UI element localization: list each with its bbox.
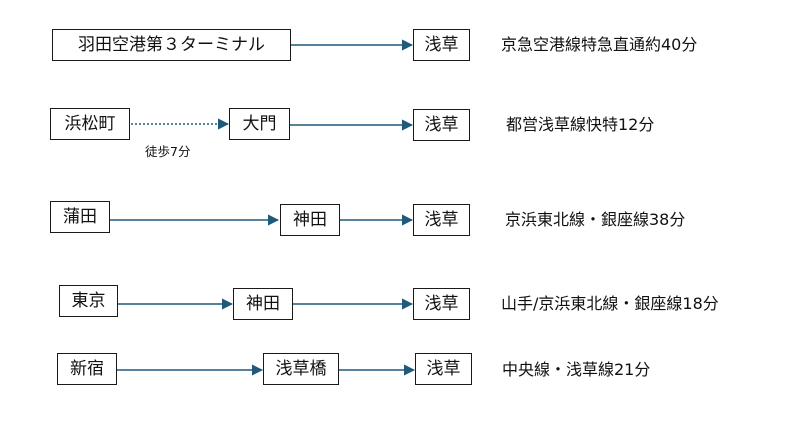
station-asakusa: 浅草 <box>413 204 470 236</box>
route-description: 都営浅草線快特12分 <box>506 115 655 134</box>
station-kanda: 神田 <box>233 288 293 320</box>
route-description: 山手/京浜東北線・銀座線18分 <box>501 294 719 313</box>
route-description: 中央線・浅草線21分 <box>502 360 651 379</box>
station-hamamatsucho: 浜松町 <box>50 108 130 140</box>
station-kamata: 蒲田 <box>50 201 110 233</box>
station-daimon: 大門 <box>229 108 290 140</box>
station-asakusa: 浅草 <box>413 109 470 141</box>
station-tokyo: 東京 <box>59 285 118 317</box>
route-description: 京急空港線特急直通約40分 <box>501 35 698 54</box>
station-shinjuku: 新宿 <box>57 353 117 385</box>
station-kanda: 神田 <box>280 204 340 236</box>
station-asakusabashi: 浅草橋 <box>263 353 339 385</box>
station-asakusa: 浅草 <box>413 29 470 61</box>
route-description: 京浜東北線・銀座線38分 <box>505 210 686 229</box>
station-haneda-t3: 羽田空港第３ターミナル <box>52 29 291 61</box>
station-asakusa: 浅草 <box>413 288 470 320</box>
walk-note: 徒歩7分 <box>145 144 191 159</box>
station-asakusa: 浅草 <box>415 353 472 385</box>
